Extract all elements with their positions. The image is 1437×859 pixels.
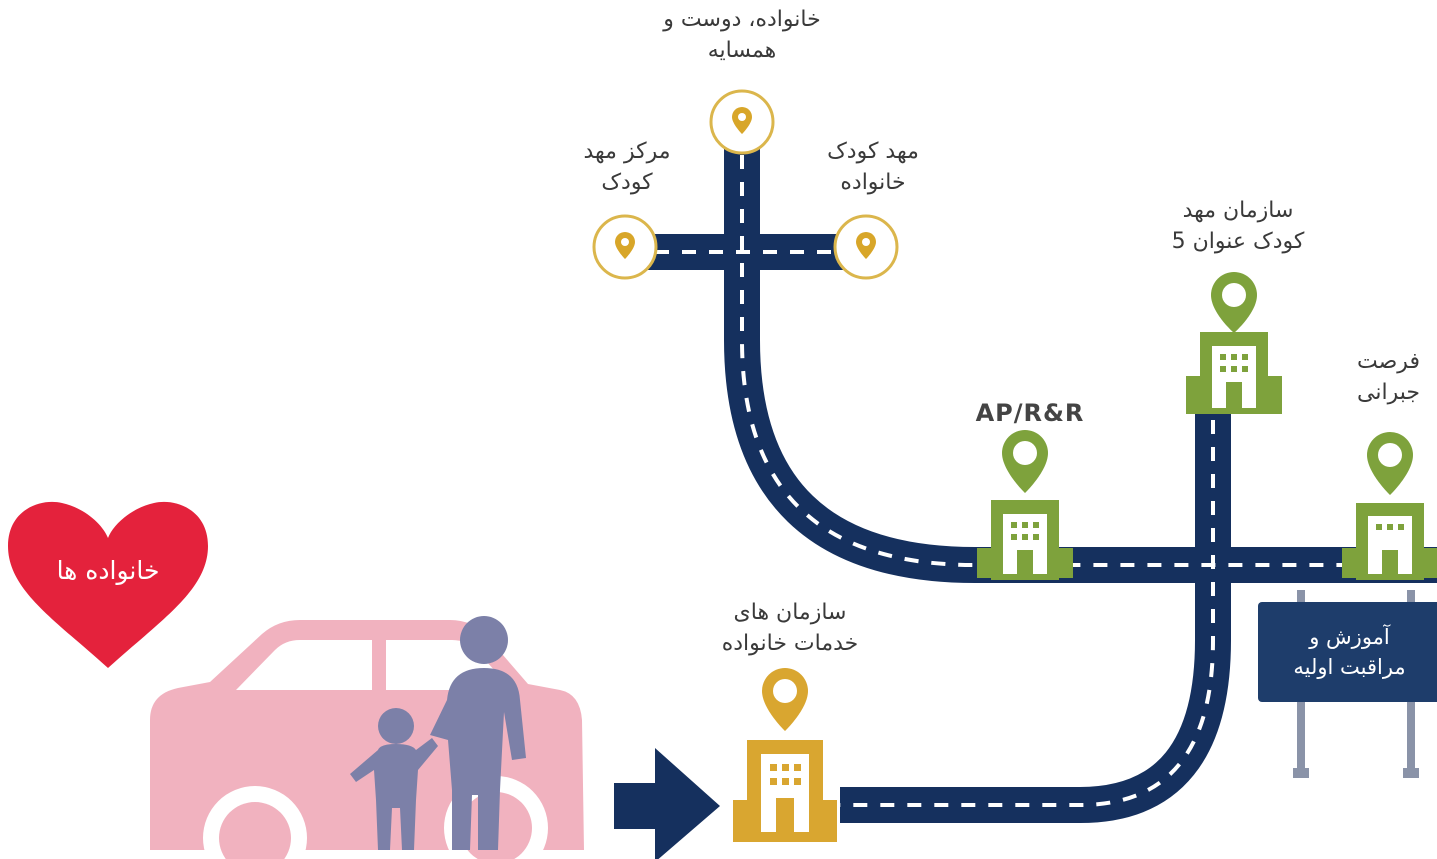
map-pin-icon [592, 214, 658, 280]
building-pin-icon [1342, 432, 1437, 580]
map-pin-icon [709, 89, 775, 155]
signpost-icon [1258, 590, 1437, 778]
arrow-right-icon [614, 748, 720, 859]
label-ap-rr: AP/R&R [975, 399, 1085, 427]
heart-icon [8, 501, 208, 668]
building-pin-icon [1186, 272, 1282, 414]
parent-child-icon [350, 616, 526, 850]
building-pin-icon [733, 668, 837, 842]
heart-label: خانواده ها [56, 556, 160, 585]
road-network [625, 140, 1437, 823]
building-pin-icon [977, 430, 1073, 580]
map-pin-icon [833, 214, 899, 280]
